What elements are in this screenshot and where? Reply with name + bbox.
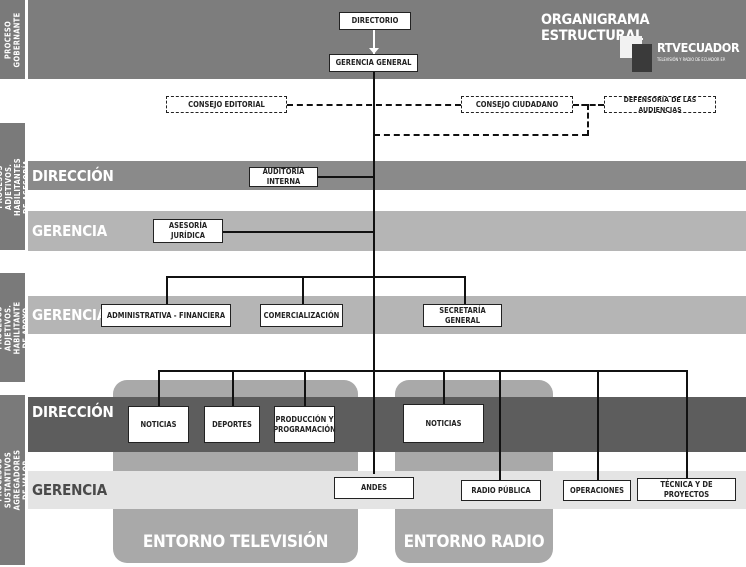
box-radio-publica[interactable]: RADIO PÚBLICA <box>461 480 541 501</box>
connector-radio-publica <box>499 370 501 480</box>
band-gerencia-asesoria: GERENCIA <box>28 211 746 251</box>
side-label-gobernante-text: PROCESO GOBERNANTE <box>3 12 22 67</box>
box-produccion-line2: PROGRAMACIÓN <box>273 424 336 434</box>
band-direccion-asesoria: DIRECCIÓN <box>28 161 746 190</box>
connector-produccion <box>304 370 306 406</box>
box-noticias-tv[interactable]: NOTICIAS <box>128 406 189 443</box>
connector-asesoria <box>223 231 374 233</box>
box-andes[interactable]: ANDES <box>334 477 414 499</box>
band-direccion-asesoria-label: DIRECCIÓN <box>32 166 114 185</box>
connector-valor-bus <box>158 370 687 372</box>
connector-secretaria <box>464 276 466 304</box>
dashed-line-to-trunk <box>374 134 588 136</box>
logo-name: RTVECUADOR <box>657 40 740 55</box>
box-comercializacion[interactable]: COMERCIALIZACIÓN <box>260 304 343 327</box>
dashed-line-consejos <box>287 104 461 106</box>
arrow-directorio-gerencia <box>373 30 375 54</box>
box-administrativa-financiera[interactable]: ADMINISTRATIVA - FINANCIERA <box>101 304 231 327</box>
page-title: ORGANIGRAMA ESTRUCTURAL <box>541 12 650 44</box>
box-noticias-radio[interactable]: NOTICIAS <box>403 404 484 443</box>
arrow-head-icon <box>369 48 379 54</box>
box-consejo-ciudadano[interactable]: CONSEJO CIUDADANO <box>461 96 573 113</box>
dashed-line-defensoria-down <box>587 104 589 136</box>
logo-square-dark <box>632 44 652 72</box>
environment-television-label: ENTORNO TELEVISIÓN <box>142 532 329 552</box>
side-label-asesoria-text: PROCESOS ADJETIVOS. HABILITANTES DE ASES… <box>0 157 31 216</box>
box-consejo-editorial[interactable]: CONSEJO EDITORIAL <box>166 96 287 113</box>
environment-radio-label: ENTORNO RADIO <box>403 532 545 552</box>
side-label-apoyo: PROCESOS ADJETIVOS. HABILITANTE DE APOYO <box>0 273 31 382</box>
side-label-sustantivos-text: PROCESOS SUSTANTIVOS AGREGADORES DE VALO… <box>0 449 31 511</box>
connector-tecnica <box>686 370 688 480</box>
side-label-gobernante: PROCESO GOBERNANTE <box>0 0 25 79</box>
connector-administrativa <box>166 276 168 304</box>
band-gerencia-apoyo-label: GERENCIA <box>32 306 107 324</box>
rtvecuador-logo: RTVECUADOR TELEVISIÓN Y RADIO DE ECUADOR… <box>620 36 740 74</box>
connector-comercializacion <box>302 276 304 304</box>
connector-auditoria <box>318 176 374 178</box>
connector-apoyo-bus <box>166 276 465 278</box>
connector-operaciones <box>597 370 599 480</box>
box-gerencia-general[interactable]: GERENCIA GENERAL <box>329 54 418 72</box>
connector-noticias-tv <box>158 370 160 406</box>
box-produccion-programacion[interactable]: PRODUCCIÓN Y PROGRAMACIÓN <box>273 406 336 443</box>
box-secretaria-general[interactable]: SECRETARÍA GENERAL <box>423 304 502 327</box>
band-gerencia-valor-label: GERENCIA <box>32 481 107 499</box>
connector-deportes <box>232 370 234 406</box>
side-label-sustantivos: PROCESOS SUSTANTIVOS AGREGADORES DE VALO… <box>0 395 31 565</box>
box-produccion-line1: PRODUCCIÓN Y <box>275 414 334 424</box>
side-label-asesoria: PROCESOS ADJETIVOS. HABILITANTES DE ASES… <box>0 123 31 250</box>
box-tecnica-proyectos[interactable]: TÉCNICA Y DE PROYECTOS <box>637 478 736 501</box>
box-asesoria-juridica[interactable]: ASESORÍA JURÍDICA <box>153 219 223 243</box>
box-operaciones[interactable]: OPERACIONES <box>563 480 631 501</box>
box-auditoria-interna[interactable]: AUDITORÍA INTERNA <box>249 167 318 187</box>
band-direccion-valor-label: DIRECCIÓN <box>32 403 114 421</box>
connector-noticias-radio <box>443 370 445 406</box>
box-defensoria[interactable]: DEFENSORÍA DE LAS AUDIENCIAS <box>604 96 716 114</box>
band-gerencia-asesoria-label: GERENCIA <box>32 222 107 240</box>
logo-tagline: TELEVISIÓN Y RADIO DE ECUADOR EP. <box>657 57 726 62</box>
side-label-apoyo-text: PROCESOS ADJETIVOS. HABILITANTE DE APOYO <box>0 301 31 354</box>
box-deportes[interactable]: DEPORTES <box>204 406 260 443</box>
main-trunk-line <box>373 71 375 474</box>
box-directorio[interactable]: DIRECTORIO <box>339 12 411 30</box>
